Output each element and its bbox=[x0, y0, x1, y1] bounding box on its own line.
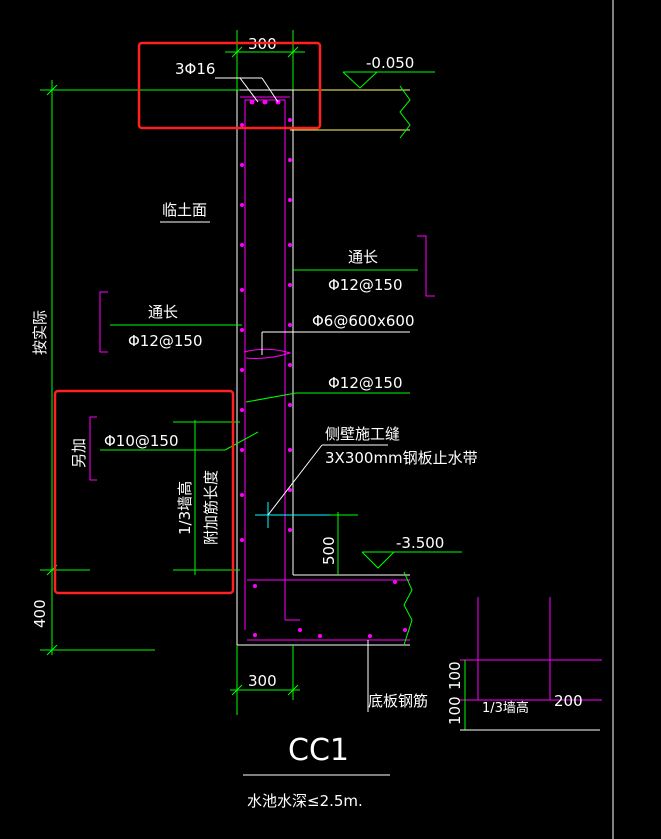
inset-detail: 100 100 200 1/3墙高 bbox=[446, 597, 602, 731]
drawing-subtitle: 水池水深≤2.5m. bbox=[247, 792, 363, 810]
rebar-dots-left bbox=[240, 123, 244, 542]
base-slab bbox=[237, 571, 413, 646]
annotation-extra: 另加 Φ10@150 1/3墙高 附加筋长度 bbox=[70, 416, 259, 575]
soil-face-label: 临土面 bbox=[162, 201, 207, 219]
top-bars-label: 3Φ16 bbox=[175, 60, 215, 78]
height-dimension: 按实际 400 bbox=[31, 80, 240, 656]
top-elevation-label: -0.050 bbox=[366, 54, 414, 72]
inset-dim-c: 200 bbox=[554, 692, 583, 710]
extra-add-label: 另加 bbox=[70, 438, 88, 468]
bottom-width-label: 300 bbox=[248, 672, 277, 690]
inset-dim-a: 100 bbox=[446, 661, 464, 690]
through-left-spec: Φ12@150 bbox=[128, 332, 203, 350]
annotation-top-bars: 3Φ16 bbox=[175, 60, 279, 103]
annotation-through-right: 通长 Φ12@150 bbox=[292, 235, 435, 297]
highlight-box-left bbox=[53, 389, 235, 595]
tie-label: Φ6@600x600 bbox=[312, 312, 415, 330]
wall-rebar bbox=[240, 96, 410, 641]
waterstop-label: 3X300mm钢板止水带 bbox=[325, 449, 478, 467]
bottom-elevation-label: -3.500 bbox=[396, 534, 444, 552]
through-left-label: 通长 bbox=[148, 303, 178, 321]
inset-third-label: 1/3墙高 bbox=[482, 700, 529, 716]
rebar-dots-right bbox=[288, 118, 292, 532]
drawing-title: CC1 bbox=[288, 733, 349, 768]
through-right-label: 通长 bbox=[348, 248, 378, 266]
extra-spec-label: Φ10@150 bbox=[104, 432, 179, 450]
annotation-slab-rebar: 底板钢筋 bbox=[367, 640, 428, 712]
height-label: 按实际 bbox=[31, 310, 49, 355]
top-elevation-marker: -0.050 bbox=[342, 54, 435, 89]
bottom-width-dimension: 300 bbox=[230, 645, 300, 715]
highlight-box-top bbox=[137, 41, 322, 130]
bottom-elevation-marker: -3.500 bbox=[361, 534, 462, 569]
base-dimension-label: 400 bbox=[31, 599, 49, 628]
annotation-through-left: 通长 Φ12@150 bbox=[99, 291, 242, 353]
through-right-spec: Φ12@150 bbox=[328, 276, 403, 294]
slab-rebar-label: 底板钢筋 bbox=[368, 692, 428, 710]
inset-dim-b: 100 bbox=[446, 696, 464, 725]
break-line-top bbox=[399, 85, 411, 139]
extra-length-label: 附加筋长度 bbox=[202, 470, 220, 545]
third-height-label: 1/3墙高 bbox=[176, 481, 194, 535]
extra-dimension-label: 500 bbox=[320, 536, 338, 565]
extra-dimension: 500 bbox=[300, 512, 358, 575]
joint-label: 侧壁施工缝 bbox=[325, 425, 400, 443]
annotation-tie: Φ6@600x600 bbox=[261, 312, 415, 355]
inner-spec-label: Φ12@150 bbox=[328, 374, 403, 392]
construction-joint: 侧壁施工缝 3X300mm钢板止水带 bbox=[255, 425, 478, 528]
annotation-inner-spec: Φ12@150 bbox=[245, 374, 410, 403]
